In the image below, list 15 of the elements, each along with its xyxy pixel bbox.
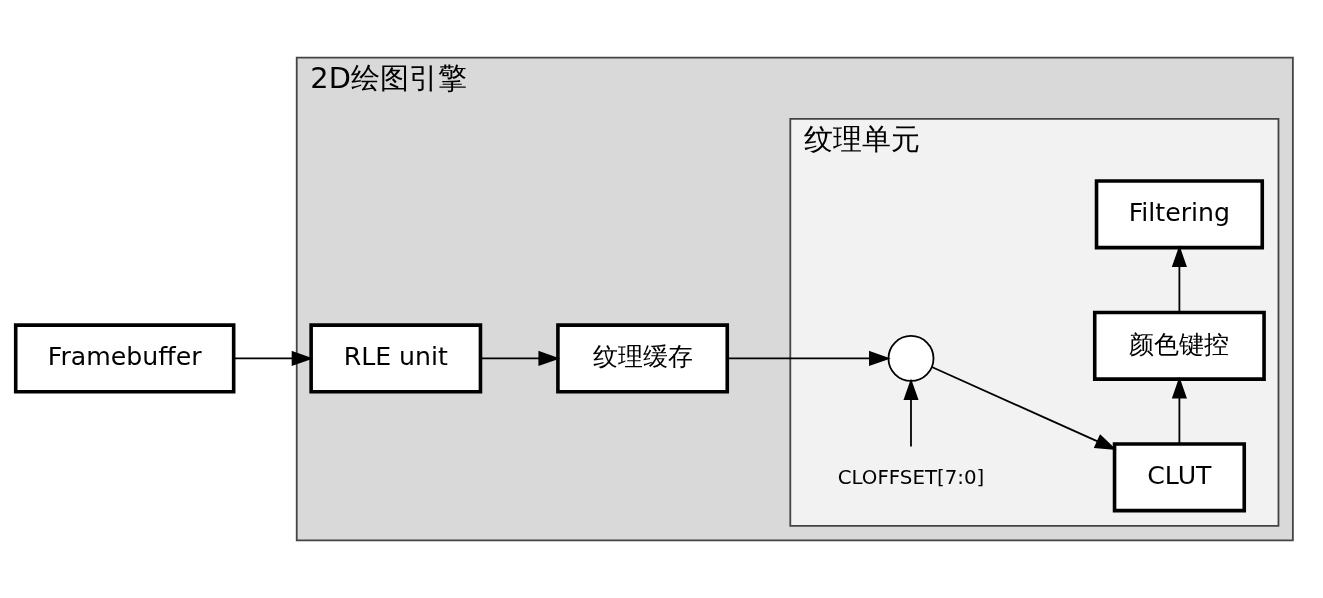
node-box: CLUT [1112, 442, 1247, 513]
arrow [903, 378, 919, 448]
node-box: Framebuffer [13, 323, 236, 394]
arrow [232, 350, 314, 366]
node-text: CLOFFSET[7:0] [837, 466, 985, 490]
arrow [1171, 245, 1187, 314]
node-box: 纹理缓存 [556, 323, 730, 394]
arrow [726, 350, 891, 366]
arrow [1171, 376, 1187, 445]
node-box: 颜色键控 [1092, 310, 1266, 381]
node-box: Filtering [1094, 179, 1265, 250]
arrow [930, 366, 1117, 450]
node-box: RLE unit [309, 323, 483, 394]
arrow [479, 350, 561, 366]
node-circle [887, 335, 935, 382]
